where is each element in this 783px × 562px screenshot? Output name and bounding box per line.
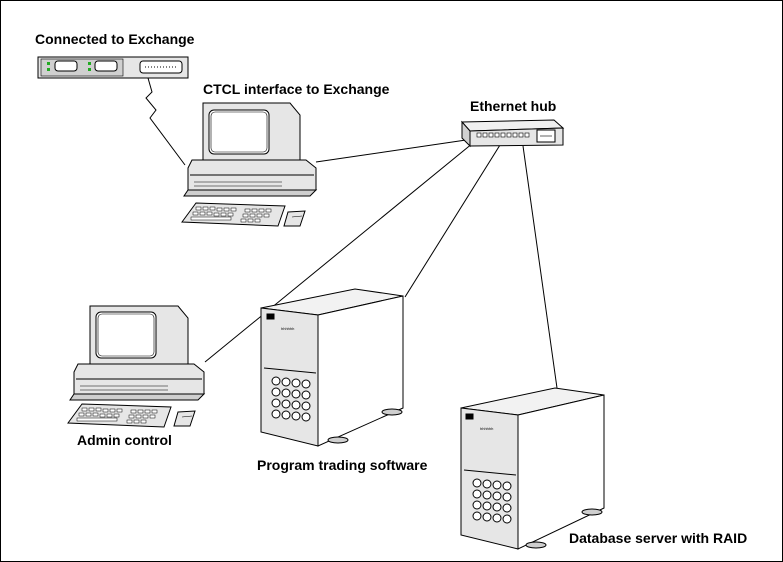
label-database-server: Database server with RAID <box>569 530 748 546</box>
link-exchange-ctcl <box>145 77 186 166</box>
tower-server-icon: hhhhhh <box>460 387 605 550</box>
link-trading-hub <box>404 144 501 298</box>
ctcl-workstation <box>183 102 318 197</box>
network-links <box>145 77 558 389</box>
label-ctcl-interface: CTCL interface to Exchange <box>203 81 390 97</box>
link-db-hub <box>522 145 558 389</box>
link-admin-hub <box>204 142 474 363</box>
svg-text:hhhhhh: hhhhhh <box>281 326 294 331</box>
link-ctcl-hub <box>315 139 467 163</box>
admin-workstation <box>69 305 206 401</box>
mouse-icon <box>173 410 196 427</box>
label-ethernet-hub: Ethernet hub <box>470 98 557 114</box>
ethernet-hub-icon <box>460 119 565 148</box>
label-program-trading: Program trading software <box>257 457 428 473</box>
tower-server-icon: hhhhhh <box>260 288 404 447</box>
svg-text:hhhhhh: hhhhhh <box>480 426 493 431</box>
mouse-icon <box>283 210 306 227</box>
label-admin-control: Admin control <box>77 432 172 448</box>
label-connected-to-exchange: Connected to Exchange <box>35 31 195 47</box>
keyboard-icon <box>181 202 286 227</box>
exchange-device-icon <box>37 56 189 79</box>
keyboard-icon <box>67 403 172 428</box>
